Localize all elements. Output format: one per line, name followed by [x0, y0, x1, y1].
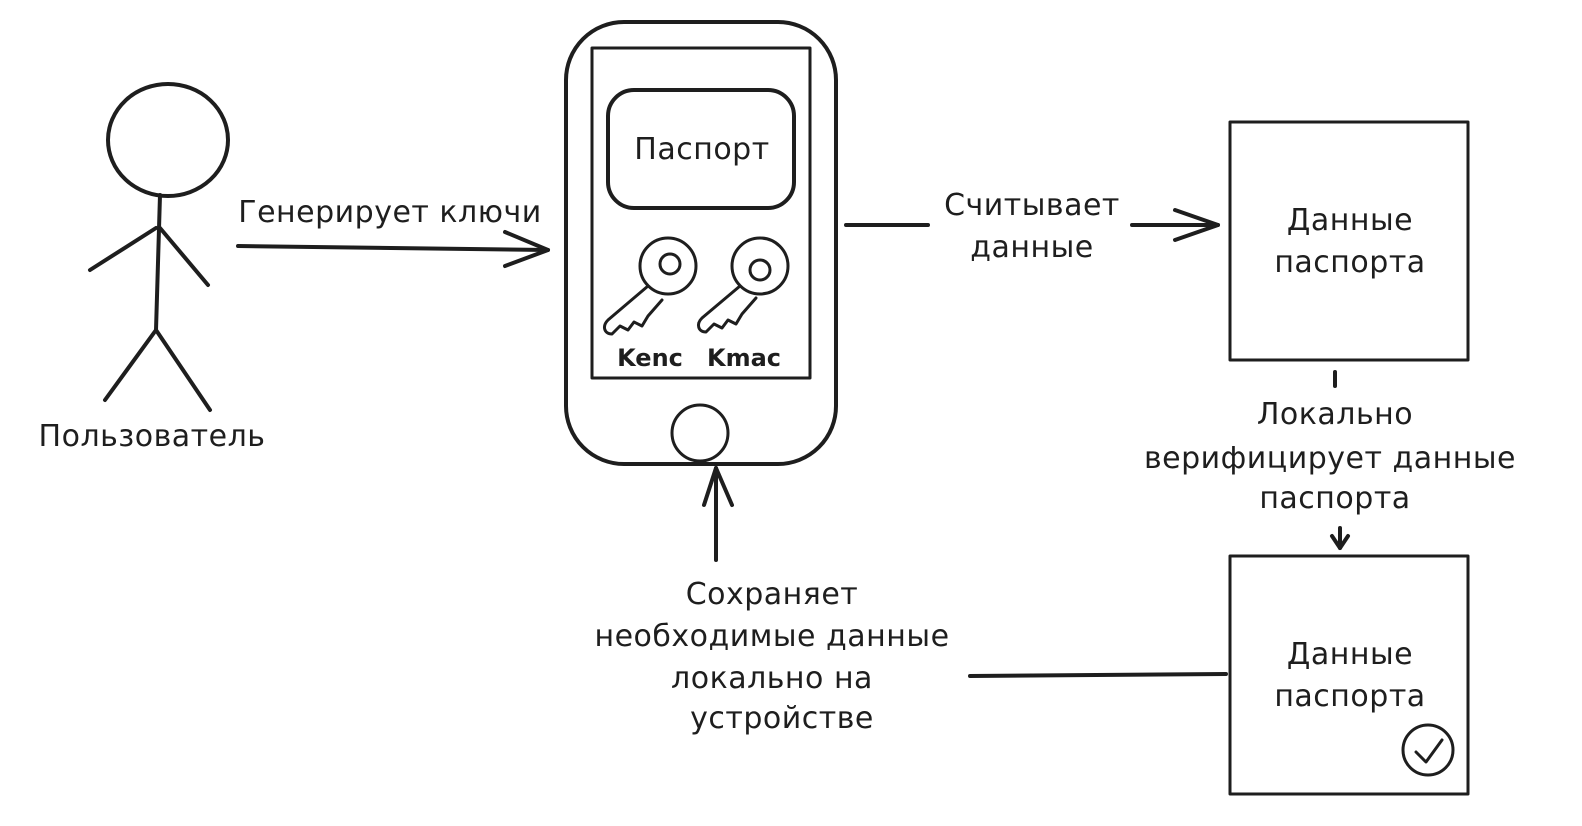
key-enc-icon: [603, 236, 698, 336]
save-label-line2: необходимые данные: [594, 619, 949, 654]
verify-label-line2: верифицирует данные: [1144, 441, 1516, 476]
phone-device: [564, 20, 838, 466]
generate-keys-label: Генерирует ключи: [238, 195, 541, 230]
check-icon: [1401, 723, 1455, 777]
passport-card: [606, 88, 796, 210]
verify-label-line1: Локально: [1257, 397, 1413, 432]
verify-label-line3: паспорта: [1259, 481, 1410, 516]
save-label-line3: локально на: [671, 661, 873, 696]
key-mac-icon: [697, 236, 790, 334]
passport-data-line1: Данные: [1287, 203, 1413, 238]
verified-data-line2: паспорта: [1274, 679, 1425, 714]
passport-data-line2: паспорта: [1274, 245, 1425, 280]
save-label-line1: Сохраняет: [686, 577, 859, 612]
verify-arrow-head: [1330, 526, 1350, 550]
key-enc-label: Kenc: [617, 344, 683, 372]
save-connector-line: [968, 672, 1228, 678]
user-label: Пользователь: [39, 419, 266, 454]
key-mac-label: Kmac: [707, 344, 781, 372]
read-label-line1: Считывает: [944, 188, 1120, 223]
passport-label: Паспорт: [634, 132, 769, 167]
user-stick-figure: [88, 82, 230, 412]
verified-data-line1: Данные: [1287, 637, 1413, 672]
read-label-line2: данные: [970, 230, 1094, 265]
home-button[interactable]: [670, 403, 730, 463]
passport-data-box: [1228, 120, 1470, 362]
save-label-line4: устройстве: [690, 701, 874, 736]
verified-data-box: [1228, 554, 1470, 796]
generate-keys-arrow: [236, 230, 550, 268]
save-arrow: [702, 466, 734, 562]
read-arrow: [1130, 208, 1220, 242]
